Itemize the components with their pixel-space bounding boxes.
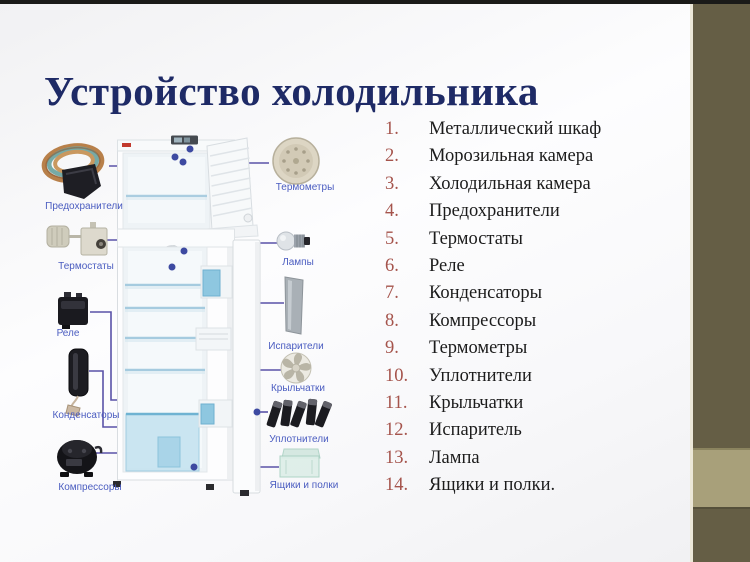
list-item-number: 6.: [385, 255, 399, 276]
list-item-label: Испаритель: [429, 420, 522, 441]
list-item-label: Предохранители: [429, 201, 560, 222]
list-item: 14. Ящики и полки.: [383, 472, 673, 499]
list-item-label: Уплотнители: [429, 365, 532, 386]
list-item-number: 7.: [385, 283, 399, 304]
list-item-label: Крыльчатки: [429, 392, 524, 413]
evaporators-icon: [284, 276, 304, 335]
page-title: Устройство холодильника: [44, 68, 539, 115]
fridge-door-open: [195, 239, 261, 494]
list-item: 13. Лампа: [383, 445, 673, 472]
list-item-number: 13.: [385, 447, 409, 468]
freezer-door-open: [206, 137, 259, 240]
list-item-label: Термостаты: [429, 228, 523, 249]
lamps-icon: [276, 231, 310, 251]
thermostats-icon: [46, 222, 108, 256]
list-item-number: 11.: [385, 392, 408, 413]
list-item: 9. Термометры: [383, 335, 673, 362]
list-item-number: 9.: [385, 338, 399, 359]
list-item: 1. Металлический шкаф: [383, 116, 673, 143]
list-item-number: 1.: [385, 119, 399, 139]
diagram-label-impellers: Крыльчатки: [270, 383, 326, 394]
list-item-label: Ящики и полки.: [429, 475, 556, 496]
crisper-drawer: [125, 412, 200, 472]
list-item: 6. Реле: [383, 253, 673, 280]
list-item: 4. Предохранители: [383, 198, 673, 225]
condensers-icon: [65, 348, 89, 417]
list-item-label: Металлический шкаф: [429, 119, 602, 139]
list-item-number: 5.: [385, 228, 399, 249]
diagram-label-relay: Реле: [56, 328, 80, 339]
list-item-number: 3.: [385, 173, 399, 194]
list-item: 2. Морозильная камера: [383, 143, 673, 170]
list-item-label: Морозильная камера: [429, 146, 594, 167]
fridge-feet: [113, 481, 249, 496]
freezer-compartment: [122, 152, 211, 230]
door-bin: [200, 265, 233, 299]
thermometers-icon: [272, 137, 320, 185]
list-item-number: 2.: [385, 146, 399, 167]
diagram-label-thermometers: Термометры: [275, 182, 335, 193]
relay-icon: [58, 292, 88, 329]
diagram-label-condensers: Конденсаторы: [52, 410, 120, 421]
door-bin: [195, 327, 232, 351]
top-border-strip: [0, 0, 750, 4]
list-item: 11. Крыльчатки: [383, 390, 673, 417]
door-knob: [243, 213, 253, 223]
brand-logo: [122, 143, 131, 147]
diagram-label-seals: Уплотнители: [269, 434, 329, 445]
connector-dots: [168, 145, 261, 471]
list-item-label: Компрессоры: [429, 310, 537, 331]
list-item-label: Конденсаторы: [429, 283, 543, 304]
list-item: 10. Уплотнители: [383, 363, 673, 390]
mid-divider: [117, 228, 235, 248]
list-item-label: Термометры: [429, 338, 528, 359]
diagram-label-lamps: Лампы: [282, 257, 314, 268]
list-item: 8. Компрессоры: [383, 308, 673, 335]
list-item-number: 8.: [385, 310, 399, 331]
list-item: 5. Термостаты: [383, 226, 673, 253]
list-item-label: Лампа: [429, 447, 480, 468]
diagram-label-fuses: Предохранители: [45, 201, 123, 212]
list-item: 3. Холодильная камера: [383, 171, 673, 198]
diagram-label-compressors: Компрессоры: [58, 482, 122, 493]
list-item-number: 12.: [385, 420, 409, 441]
diagram-label-thermostats: Термостаты: [58, 261, 114, 272]
list-item-label: Реле: [429, 255, 465, 276]
fuses-icon: [41, 143, 105, 199]
parts-list: 1. Металлический шкаф 2. Морозильная камер…: [383, 116, 673, 499]
diagram-label-drawers: Ящики и полки: [269, 480, 339, 491]
list-item: 7. Конденсаторы: [383, 280, 673, 307]
list-item-number: 10.: [385, 365, 409, 386]
side-band-accent-square: [693, 448, 750, 509]
door-bin: [198, 399, 233, 428]
list-item: 12. Испаритель: [383, 417, 673, 444]
drawers-icon: [279, 448, 321, 478]
list-item-number: 4.: [385, 201, 399, 222]
compressors-icon: [57, 440, 103, 477]
seals-icon: [266, 398, 332, 428]
impellers-icon: [280, 352, 312, 384]
list-item-number: 14.: [385, 475, 409, 496]
list-item-label: Холодильная камера: [429, 173, 591, 194]
fridge-compartment: [122, 246, 208, 473]
diagram-label-evaporators: Испарители: [268, 341, 324, 352]
